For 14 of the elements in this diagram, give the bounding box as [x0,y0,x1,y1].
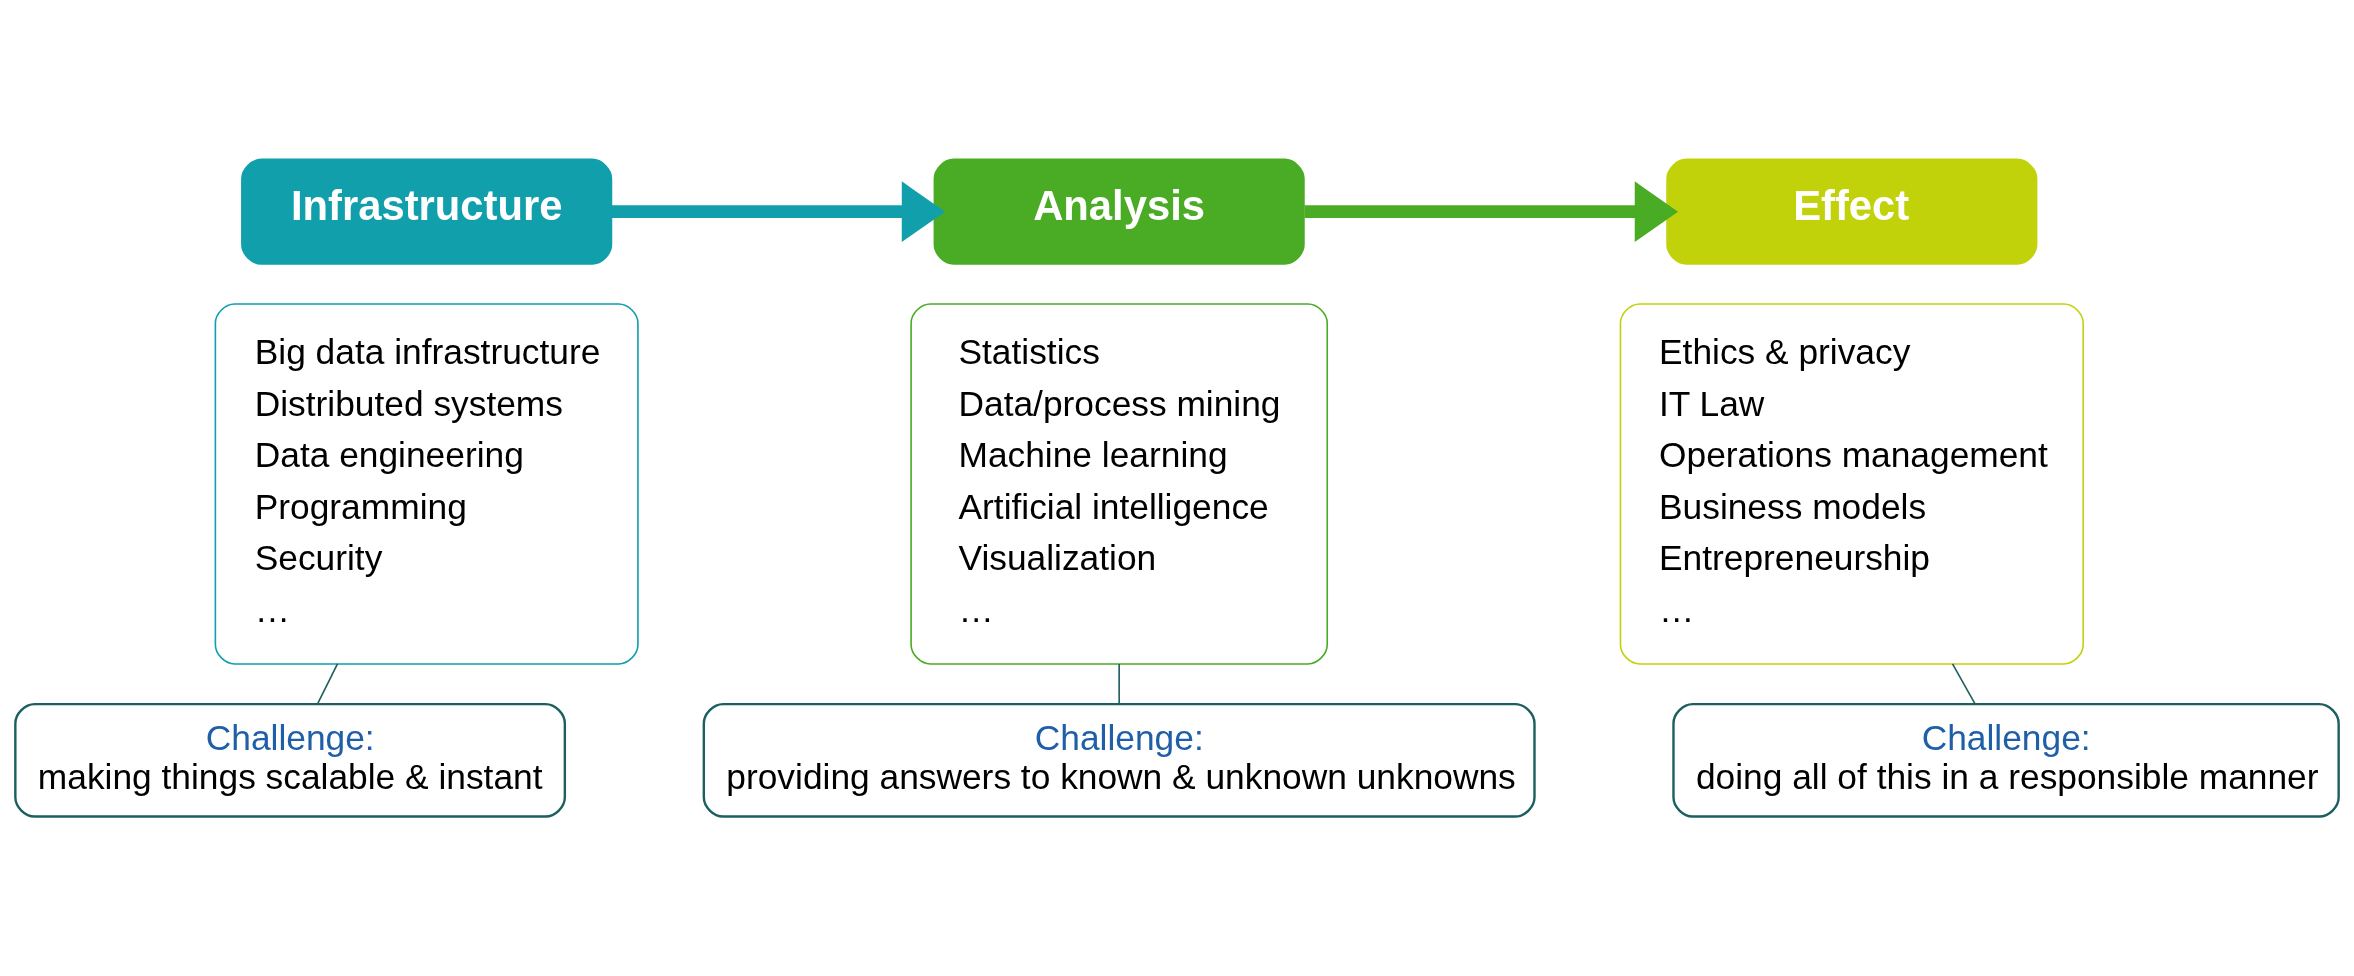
node-box: Infrastructure [241,158,613,265]
node-box: Effect [1666,158,2038,265]
node-box: Challenge: providing answers to known & unknown unknowns [702,702,1536,818]
connector [1951,663,1976,705]
arrow [1304,181,1679,242]
node-box: Statistics Data/process mining Machine learning Artificial intelligence Visualization … [910,303,1329,665]
node-box: Ethics & privacy IT Law Operations management Business models Entrepreneurship … [1619,303,2084,665]
node-box: Challenge: making things scalable & instant [14,702,567,818]
node-box: Challenge: doing all of this in a responsible manner [1672,702,2340,818]
connector [316,663,339,705]
connector [1118,663,1120,705]
node-box: Analysis [933,158,1305,265]
arrow [611,181,946,242]
node-box: Big data infrastructure Distributed systems Data engineering Programming Security … [214,303,639,665]
